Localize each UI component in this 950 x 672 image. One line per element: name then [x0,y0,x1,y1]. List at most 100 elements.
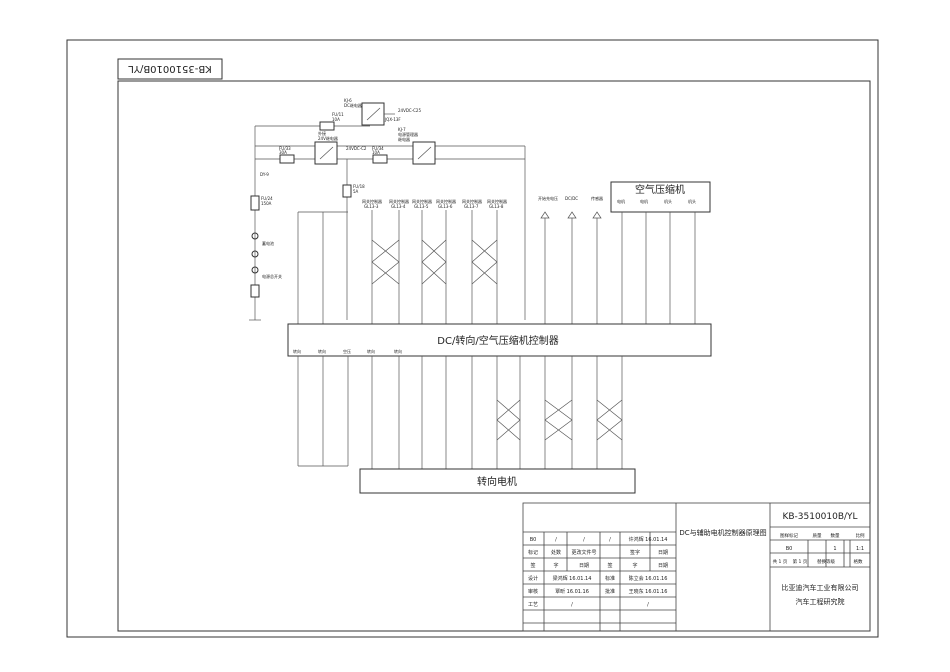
sheet-total: 共 1 页 [773,558,788,565]
left-fuse-value: 150A [261,201,272,206]
fuse-a-value: 10A [332,117,340,122]
title-block [522,502,871,632]
sensor-signals [540,211,602,324]
process-label: 工艺 [528,602,538,608]
sensor-label-2: DC/DC [565,196,578,201]
rotated-number-box [117,58,223,80]
grid-count: 格数 [854,558,863,565]
left-fuse-label: FU/24 [261,196,273,201]
compressor-pin-4: 机头 [688,198,696,204]
compressor-pin-2: 电机 [640,198,648,204]
stage-value-4: 1:1 [856,546,864,552]
signal-label-5: 网关控制器 [462,198,482,204]
sensor-label-1: 开始充电压 [538,195,558,201]
rev-doc: / [583,537,585,543]
stage-header-2: 质量 [813,532,822,539]
signal-label-3: 网关控制器 [412,198,432,204]
design-signature: 梁鸿辉 16.01.14 [553,575,592,582]
controller-label-3: 空压 [343,348,351,354]
sign-header-3: 日期 [579,563,589,569]
battery-column [249,195,261,321]
compressor-pin-3: 机头 [664,198,672,204]
header-doc: 更改文件号 [571,549,596,556]
sign-header-4: 签 [607,562,612,569]
signal-code-2: GL13-4 [391,204,406,209]
design-label: 设计 [528,575,538,582]
company-name: 比亚迪汽车工业有限公司 [782,583,859,592]
replace-level: 替换等级 [817,558,835,565]
standard-signature: 陈立会 16.01.16 [629,575,668,582]
relay-c-sub2: 继电器 [398,136,410,142]
fuse-b-label: FU/33 [279,146,291,151]
steering-motor-block [359,468,636,494]
sign-header-2: 字 [553,562,558,569]
twisted-pair-groups [371,210,498,324]
review-signature: 覃昕 16.01.16 [555,588,589,595]
rotated-drawing-number: KB-3510010B/YL [128,63,212,74]
drawing-title: DC与辅助电机控制器原理图 [679,528,766,537]
controller-label-1: 转向 [293,348,301,354]
ground-a-label: 24VDC-C25 [398,108,421,113]
sheet-current: 第 1 页 [793,558,808,565]
signal-code-6: GL13-8 [489,204,504,209]
stage-value-3: 1 [833,546,836,552]
controller-label-4: 转向 [367,348,375,354]
fuse-b-value: 30A [279,150,287,155]
relay-c-sub: 电源管理器 [398,131,418,137]
stage-header-3: 数量 [831,532,840,539]
header-date: 日期 [658,550,668,556]
relay-a-label: KJ-6 [344,98,352,103]
stage-header-4: 比例 [856,532,865,539]
steering-motor-title: 转向电机 [477,475,517,488]
compressor-block [610,181,711,213]
stage-value-1: B0 [786,546,793,552]
process-signature-2: / [647,602,649,608]
left-label-1: DY-9 [260,172,269,177]
compressor-title: 空气压缩机 [635,183,685,196]
signal-code-4: GL13-6 [438,204,453,209]
relay-c-label: KJ-7 [398,127,406,132]
relay-a-part: JQX-13F [384,117,401,122]
signal-code-1: GL13-3 [364,204,379,209]
compressor-wires [621,212,696,324]
rev-signature: 许鸿辉 16.01.14 [629,536,668,543]
approve-signature: 王晓东 16.01.16 [629,588,668,595]
sign-header-6: 日期 [658,563,668,569]
rev-sign: / [609,537,611,543]
approve-label: 批准 [605,588,615,595]
header-sign: 签字 [630,549,640,556]
fuse-c-value: 10A [372,150,380,155]
sensor-label-3: 传感器 [591,195,603,201]
fuse-d-value: 5A [353,189,359,194]
power-wiring [254,102,526,320]
signal-label-2: 网关控制器 [389,198,409,204]
rev-mark: B0 [530,537,537,543]
sign-header-5: 字 [632,562,637,569]
controller-block [287,323,712,357]
relay-b-sub: 24V继电器 [318,135,338,141]
controller-label-5: 转向 [394,348,402,354]
fuse-c-label: FU/34 [372,146,384,151]
outer-frame [66,39,879,638]
review-label: 审核 [528,588,538,595]
institute-name: 汽车工程研究院 [796,597,845,606]
rev-count: / [555,537,557,543]
signal-code-5: GL13-7 [464,204,479,209]
controller-title: DC/转向/空气压缩机控制器 [437,334,558,347]
stage-header-1: 图样标记 [780,532,798,539]
drawing-number: KB-3510010B/YL [782,512,857,522]
signal-label-6: 网关控制器 [487,198,507,204]
process-signature: / [571,602,573,608]
signal-code-3: GL13-5 [414,204,429,209]
sign-header-1: 签 [530,562,535,569]
header-mark: 标记 [528,549,538,556]
signal-label-1: 网关控制器 [362,198,382,204]
lower-wires [297,356,623,469]
left-input-wires [297,211,348,324]
left-label-2: 蓄电池 [262,240,274,246]
standard-label: 标准 [605,575,615,582]
relay-b-label: 外接 [318,130,326,136]
inner-frame [117,80,871,632]
fuse-a-label: FU/11 [332,112,344,117]
